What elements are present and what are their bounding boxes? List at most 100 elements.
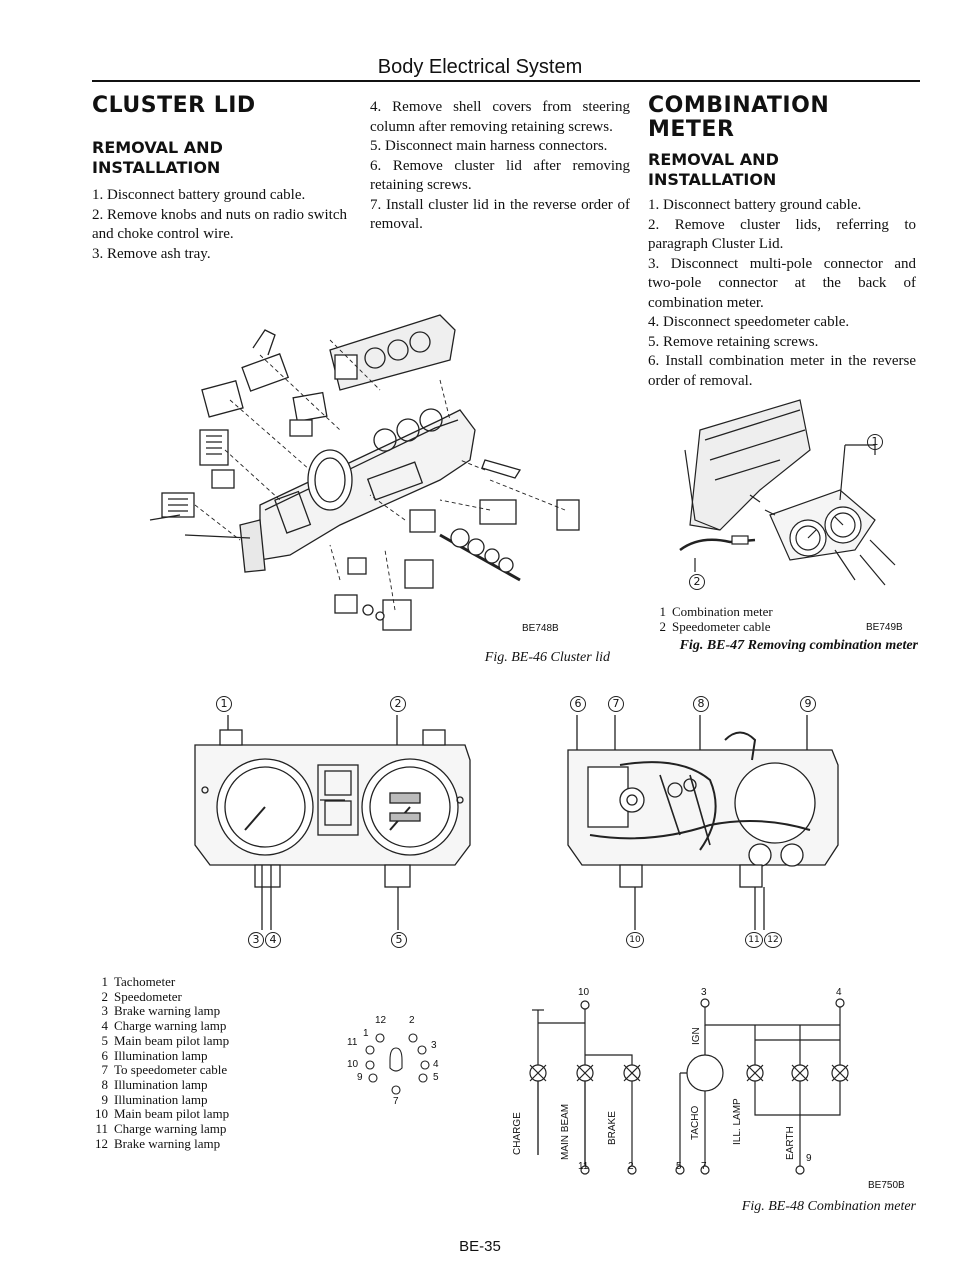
combination-meter-title: COMBINATION METER — [648, 93, 830, 142]
cm-step-1: 1. Disconnect battery ground cable. — [648, 197, 862, 213]
cm-step-5: 5. Remove retaining screws. — [648, 333, 819, 350]
legend-label: Illumination lamp — [114, 1091, 208, 1107]
legend-label: To speedometer cable — [114, 1062, 228, 1078]
wire-label-brake: BRAKE — [607, 1111, 618, 1145]
legend-number: 8 — [101, 1076, 109, 1092]
fig48-legend-item: 10 Main beam pilot lamp — [92, 1106, 312, 1122]
step-7: 7. Install cluster lid in the reverse or… — [370, 196, 630, 233]
meter-front-illustration: 1 2 3 4 5 — [185, 696, 485, 960]
connector-pin-diagram: 12 2 11 1 3 10 4 9 5 7 — [345, 1010, 465, 1110]
cluster-lid-illustration: BE748B — [140, 310, 610, 650]
legend-label: Brake warning lamp — [114, 1003, 221, 1019]
step-5: 5. Disconnect main harness connectors. — [370, 138, 608, 154]
fig47-callout-2: 2 — [689, 574, 705, 590]
fig46-code: BE748B — [522, 623, 559, 634]
fig48-callout-1: 1 — [216, 696, 232, 712]
fig48-callout-3: 3 — [248, 932, 264, 948]
legend-number: 11 — [95, 1121, 108, 1137]
wire-label-earth: EARTH — [785, 1126, 796, 1160]
legend-number: 5 — [101, 1032, 109, 1048]
legend-label: Charge warning lamp — [114, 1121, 227, 1137]
fig48-caption: Fig. BE-48 Combination meter — [741, 1199, 916, 1214]
step-6: 6. Remove cluster lid after removing ret… — [370, 157, 630, 194]
fig47-code: BE749B — [866, 622, 903, 633]
cm-step-2: 2. Remove cluster lids, referring to par… — [648, 216, 916, 253]
legend-number: 9 — [101, 1091, 109, 1107]
pin-label: 11 — [347, 1037, 358, 1048]
cm-step-6: 6. Install combination meter in the reve… — [648, 353, 916, 389]
legend-number: 12 — [95, 1135, 108, 1151]
header-rule — [92, 80, 920, 82]
cluster-lid-steps-2: 4. Remove shell covers from steering col… — [370, 98, 630, 235]
page-header: Body Electrical System — [377, 56, 583, 78]
pin-label: 5 — [433, 1072, 439, 1083]
step-1: 1. Disconnect battery ground cable. — [92, 187, 306, 203]
wire-pin: 7 — [701, 1161, 707, 1172]
fig48-callout-7: 7 — [608, 696, 624, 712]
wire-label-main-beam: MAIN BEAM — [560, 1103, 571, 1160]
combination-meter-section: COMBINATION METER REMOVAL AND INSTALLATI… — [648, 94, 916, 391]
legend-label: Main beam pilot lamp — [114, 1032, 230, 1048]
fig48-callout-4: 4 — [265, 932, 281, 948]
pin-label: 10 — [347, 1059, 359, 1070]
legend-number: 10 — [95, 1106, 108, 1122]
fig48-code: BE750B — [868, 1180, 905, 1191]
legend-label: Speedometer — [114, 988, 182, 1004]
pin-label: 9 — [357, 1072, 363, 1083]
pin-label: 1 — [363, 1028, 369, 1039]
wire-label-ign: IGN — [691, 1027, 702, 1045]
legend-label: Charge warning lamp — [114, 1018, 227, 1034]
legend-label: Combination meter — [672, 604, 773, 619]
fig48-legend-item: 7 To speedometer cable — [92, 1062, 312, 1078]
step-4: 4. Remove shell covers from steering col… — [370, 99, 630, 135]
legend-number: 1 — [659, 604, 667, 619]
step-2: 2. Remove knobs and nuts on radio switch… — [92, 206, 347, 243]
fig47-callout-1: 1 — [867, 434, 883, 450]
wire-pin: 2 — [628, 1161, 634, 1172]
page-number: BE-35 — [459, 1238, 501, 1255]
fig46-caption: Fig. BE-46 Cluster lid — [484, 650, 610, 665]
legend-number: 7 — [101, 1062, 109, 1078]
pin-label: 3 — [431, 1040, 437, 1051]
wire-pin: 11 — [578, 1161, 589, 1172]
legend-label: Speedometer cable — [672, 618, 771, 634]
combination-meter-subtitle: REMOVAL AND INSTALLATION — [648, 150, 779, 189]
fig48-callout-2: 2 — [390, 696, 406, 712]
pin-label: 4 — [433, 1059, 439, 1070]
legend-label: Brake warning lamp — [114, 1135, 221, 1151]
fig48-callout-12: 12 — [764, 932, 782, 948]
legend-label: Main beam pilot lamp — [114, 1106, 230, 1122]
fig47-caption: Fig. BE-47 Removing combination meter — [679, 638, 918, 653]
step-3: 3. Remove ash tray. — [92, 245, 211, 262]
wiring-schematic: CHARGE MAIN BEAM BRAKE TACHO ILL. LAMP I… — [500, 985, 880, 1175]
wire-pin: 3 — [701, 987, 707, 998]
fig48-callout-8: 8 — [693, 696, 709, 712]
fig48-callout-9: 9 — [800, 696, 816, 712]
wire-pin: 9 — [806, 1153, 812, 1164]
legend-label: Tachometer — [114, 974, 176, 989]
legend-number: 1 — [101, 974, 109, 989]
fig48-legend-item: 12 Brake warning lamp — [92, 1135, 312, 1152]
meter-removal-illustration: 1 2 — [660, 390, 920, 605]
meter-rear-illustration: 6 7 8 9 10 11 12 — [560, 696, 850, 960]
pin-label: 2 — [409, 1015, 415, 1026]
fig48-callout-5: 5 — [391, 932, 407, 948]
wire-label-tacho: TACHO — [690, 1105, 701, 1140]
wire-pin: 5 — [676, 1161, 682, 1172]
fig48-callout-10: 10 — [626, 932, 644, 948]
cluster-lid-steps-1: 1. Disconnect battery ground cable. 2. R… — [92, 186, 350, 264]
cluster-lid-section: CLUSTER LID REMOVAL AND INSTALLATION 1. … — [92, 94, 350, 264]
wire-pin: 10 — [578, 987, 590, 998]
fig48-callout-6: 6 — [570, 696, 586, 712]
pin-label: 7 — [393, 1096, 399, 1107]
legend-number: 6 — [101, 1047, 109, 1063]
fig48-legend-item: 1 Tachometer — [92, 974, 312, 990]
cluster-lid-title: CLUSTER LID — [92, 93, 256, 118]
